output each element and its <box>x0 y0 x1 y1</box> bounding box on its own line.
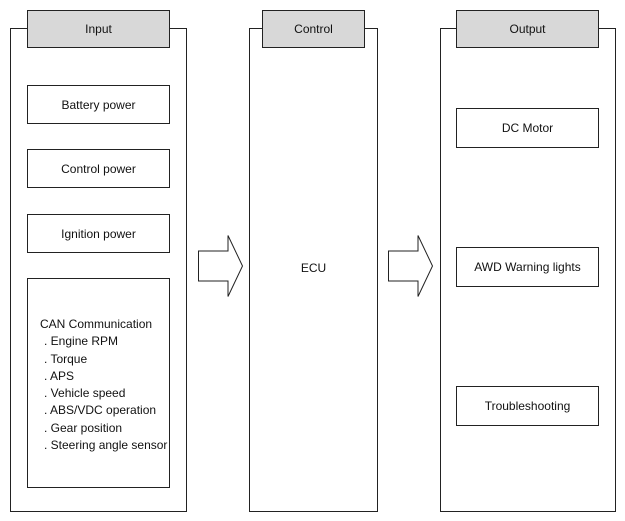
can-item: Steering angle sensor <box>44 437 169 454</box>
input-to-control-arrow <box>198 235 244 297</box>
battery-power-box: Battery power <box>27 85 170 124</box>
awd-warning-lights-box: AWD Warning lights <box>456 247 599 287</box>
can-item: ABS/VDC operation <box>44 402 169 419</box>
can-item: Vehicle speed <box>44 385 169 402</box>
troubleshooting-box: Troubleshooting <box>456 386 599 426</box>
ignition-power-box: Ignition power <box>27 214 170 253</box>
control-column <box>249 28 378 512</box>
can-item-list: Engine RPM Torque APS Vehicle speed ABS/… <box>40 333 169 454</box>
control-power-box: Control power <box>27 149 170 188</box>
control-to-output-arrow <box>388 235 434 297</box>
can-item: Gear position <box>44 420 169 437</box>
control-header: Control <box>262 10 365 48</box>
can-item: Engine RPM <box>44 333 169 350</box>
can-communication-box: CAN Communication Engine RPM Torque APS … <box>27 278 170 488</box>
ecu-label: ECU <box>300 261 327 275</box>
can-item: Torque <box>44 351 169 368</box>
can-title: CAN Communication <box>40 317 153 331</box>
output-header: Output <box>456 10 599 48</box>
input-header: Input <box>27 10 170 48</box>
can-item: APS <box>44 368 169 385</box>
dc-motor-box: DC Motor <box>456 108 599 148</box>
